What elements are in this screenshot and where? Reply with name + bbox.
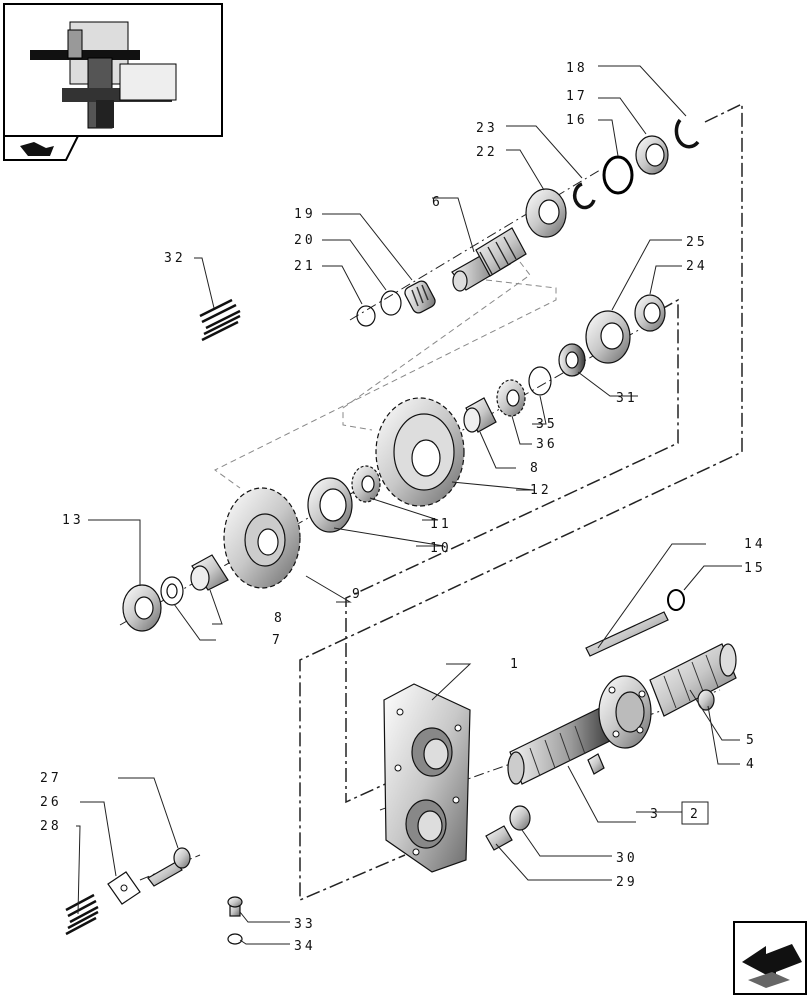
part-snap-ring-18 [674, 118, 700, 149]
part-ring-24 [634, 294, 666, 332]
callout-18: 18 [566, 61, 588, 76]
thin-dashed-guides [214, 261, 557, 489]
part-stud-29 [485, 825, 513, 851]
part-spring-28 [65, 893, 99, 936]
part-nut-30 [509, 805, 531, 831]
callout-22: 22 [476, 145, 498, 160]
callout-15: 15 [744, 561, 766, 576]
part-circlip-21 [356, 305, 376, 327]
part-o-ring-15 [667, 589, 685, 611]
callout-20: 20 [294, 233, 316, 248]
callout-4: 4 [746, 757, 757, 772]
callout-8-lower: 8 [274, 611, 285, 626]
callout-13: 13 [62, 513, 84, 528]
callout-35: 35 [536, 417, 558, 432]
callout-6: 6 [432, 195, 443, 210]
callout-31: 31 [616, 391, 638, 406]
part-o-ring-16 [602, 155, 634, 195]
catalog-book-icon[interactable] [3, 135, 80, 161]
part-pin-14 [585, 611, 669, 657]
callout-9: 9 [352, 587, 363, 602]
part-gear-9 [223, 487, 301, 589]
callout-5: 5 [746, 733, 757, 748]
part-spacer-17 [635, 135, 669, 175]
callout-26: 26 [40, 795, 62, 810]
part-pinion-shaft-6 [451, 227, 527, 292]
callout-3: 3 [650, 807, 661, 822]
callout-25: 25 [686, 235, 708, 250]
dashed-assembly-frame [299, 102, 743, 902]
leader-lines [76, 65, 742, 945]
part-washer-7 [160, 576, 184, 606]
part-gear-12 [375, 397, 465, 507]
part-bearing-22 [525, 188, 567, 238]
part-housing-plate-1 [383, 683, 471, 873]
part-key-2 [587, 753, 605, 775]
callout-14: 14 [744, 537, 766, 552]
callout-33: 33 [294, 917, 316, 932]
callout-32: 32 [164, 251, 186, 266]
part-washer-34 [227, 933, 243, 945]
callout-28: 28 [40, 819, 62, 834]
callout-36: 36 [536, 437, 558, 452]
part-bolt-27 [147, 847, 191, 887]
callout-box-2 [681, 801, 709, 825]
callout-11: 11 [430, 517, 452, 532]
callout-7: 7 [272, 633, 283, 648]
part-output-shaft-3 [507, 643, 737, 785]
callout-16: 16 [566, 113, 588, 128]
callout-24: 24 [686, 259, 708, 274]
callout-17: 17 [566, 89, 588, 104]
part-ring-20 [380, 290, 402, 316]
part-bushing-8-lower [190, 554, 229, 591]
part-plug-4 [697, 689, 715, 711]
part-washer-35 [528, 366, 552, 396]
part-coupling-10 [307, 477, 353, 533]
part-clip-23 [573, 182, 596, 210]
part-bolt-33 [227, 896, 243, 917]
callout-23: 23 [476, 121, 498, 136]
callout-labels: 1 2 3 4 5 6 7 8 8 9 10 11 12 13 14 15 16… [40, 61, 766, 954]
part-splined-hub-36 [496, 379, 526, 417]
part-bushing-8-upper [463, 397, 497, 433]
assembly-thumbnail-icon[interactable] [3, 3, 223, 137]
part-sleeve-31 [558, 343, 586, 377]
callout-19: 19 [294, 207, 316, 222]
part-bearing-25 [585, 310, 631, 364]
part-needle-bearing-19 [404, 280, 436, 314]
callout-2: 2 [690, 807, 701, 822]
callout-1: 1 [510, 657, 521, 672]
callout-30: 30 [616, 851, 638, 866]
callout-34: 34 [294, 939, 316, 954]
callout-12: 12 [530, 483, 552, 498]
callout-27: 27 [40, 771, 62, 786]
part-washer-26 [107, 871, 141, 905]
part-bearing-13 [122, 584, 162, 632]
part-gear-11 [351, 465, 381, 503]
callout-10: 10 [430, 541, 452, 556]
callout-29: 29 [616, 875, 638, 890]
callout-8-upper: 8 [530, 461, 541, 476]
callout-21: 21 [294, 259, 316, 274]
next-page-arrow-icon[interactable] [733, 921, 807, 995]
part-spring-32 [199, 298, 241, 342]
